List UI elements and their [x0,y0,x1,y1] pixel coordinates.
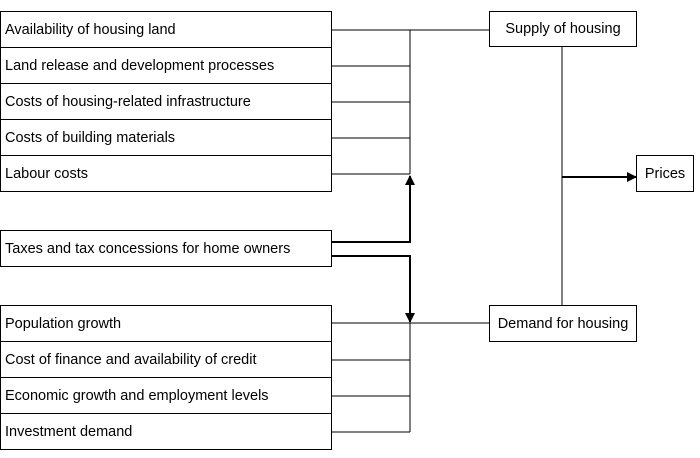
factor-label: Costs of building materials [5,129,176,146]
factor-label: Cost of finance and availability of cred… [5,351,257,368]
taxes-to-demand-arrow [331,255,415,323]
factor-label: Costs of housing-related infrastructure [5,93,251,110]
factor-investment-demand: Investment demand [0,413,332,450]
factor-label: Economic growth and employment levels [5,387,269,404]
factor-land-release: Land release and development processes [0,47,332,84]
taxes-to-supply-arrow [331,175,415,243]
factor-availability-of-housing-land: Availability of housing land [0,11,332,48]
factor-labour-costs: Labour costs [0,155,332,192]
factor-label: Land release and development processes [5,57,275,74]
factor-infrastructure-costs: Costs of housing-related infrastructure [0,83,332,120]
supply-of-housing-node: Supply of housing [489,11,637,47]
prices-node: Prices [636,155,694,192]
factor-taxes: Taxes and tax concessions for home owner… [0,230,332,267]
factor-economic-growth: Economic growth and employment levels [0,377,332,414]
factor-label: Population growth [5,315,122,332]
factor-population-growth: Population growth [0,305,332,342]
factor-label: Taxes and tax concessions for home owner… [5,240,291,257]
factor-building-materials: Costs of building materials [0,119,332,156]
factor-label: Availability of housing land [5,21,176,38]
factor-cost-of-finance: Cost of finance and availability of cred… [0,341,332,378]
demand-for-housing-node: Demand for housing [489,305,637,342]
factor-label: Labour costs [5,165,89,182]
node-label: Demand for housing [497,315,629,332]
node-label: Supply of housing [505,21,621,37]
factor-label: Investment demand [5,423,133,440]
node-label: Prices [644,165,686,182]
